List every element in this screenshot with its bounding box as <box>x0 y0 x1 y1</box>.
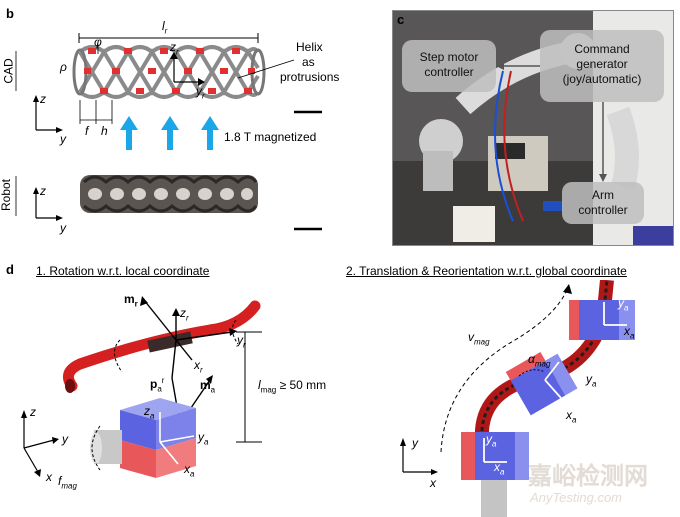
helix-protrusions <box>84 48 255 94</box>
step-motor-line-2: controller <box>424 65 474 79</box>
command-line-1: Command <box>574 42 630 56</box>
panel-d1-diagram <box>21 296 262 478</box>
global2-y-label: y <box>412 436 418 450</box>
global-z-label: z <box>30 405 36 419</box>
lmag-label: lmag ≥ 50 mm <box>258 378 327 395</box>
bottom-magnet <box>461 432 529 517</box>
ma-label: ma <box>200 378 216 395</box>
helix-label-3: protrusions <box>280 70 340 84</box>
h-label: h <box>101 124 108 138</box>
ya-mid-label: ya <box>586 372 597 389</box>
panel-b-cad-stent <box>15 33 322 231</box>
global2-x-label: x <box>430 476 436 490</box>
mr-label: mr <box>124 292 138 309</box>
xa-mid-label: xa <box>566 408 577 425</box>
rho-label: ρ <box>60 60 67 74</box>
subpanel-2-title: 2. Translation & Reorientation w.r.t. gl… <box>346 264 627 278</box>
ya-bot-label: ya <box>486 432 497 449</box>
panel-c-letter: c <box>397 12 405 27</box>
par-label: par <box>150 376 165 394</box>
global-axes-icon <box>23 416 55 473</box>
panel-d-letter: d <box>6 262 14 277</box>
cad-stent-body <box>78 45 260 99</box>
middle-magnet <box>505 352 578 416</box>
robot-axes-icon <box>35 192 58 219</box>
step-motor-controller-box: Step motor controller <box>402 40 496 92</box>
cad-axes-icon <box>35 100 58 131</box>
amag-label: αmag <box>528 352 551 369</box>
xr-d-label: xr <box>194 358 203 375</box>
command-generator-box: Command generator (joy/automatic) <box>540 30 664 102</box>
command-line-3: (joy/automatic) <box>562 72 642 86</box>
global-axes-icon-2 <box>402 444 433 473</box>
panel-b-letter: b <box>6 6 14 21</box>
cad-y-label: y <box>60 132 66 146</box>
command-line-2: generator <box>576 57 628 71</box>
step-motor-line-1: Step motor <box>419 50 479 64</box>
top-magnet <box>569 300 635 340</box>
yr-d-label: yr <box>237 333 246 350</box>
fmag-label: fmag <box>58 474 77 491</box>
global-y-label: y <box>62 432 68 446</box>
subpanel-1-title: 1. Rotation w.r.t. local coordinate <box>36 264 210 278</box>
ya-top-label: ya <box>618 296 629 313</box>
magnetization-arrows <box>120 116 219 150</box>
xa-top-label: xa <box>624 324 635 341</box>
magnet-cube <box>120 398 196 478</box>
xa-label: xa <box>184 462 195 479</box>
za-label: za <box>144 404 155 421</box>
xa-bot-label: xa <box>494 460 505 477</box>
helix-label-1: Helix <box>296 40 323 54</box>
lr-label: lr <box>162 19 168 36</box>
panel-d2-diagram <box>400 280 635 517</box>
zr-d-label: zr <box>180 306 189 323</box>
helix-label-2: as <box>302 55 315 69</box>
watermark-cn: 嘉峪检测网 <box>528 463 648 490</box>
magnetized-label: 1.8 T magnetized <box>224 130 317 144</box>
arm-controller-box: Arm controller <box>562 182 644 224</box>
cad-z-label: z <box>40 92 46 106</box>
f-label: f <box>85 124 89 138</box>
ya-label: ya <box>198 430 209 447</box>
phi-label: φ <box>94 35 102 49</box>
zr-label: zr <box>170 40 179 57</box>
panel-c-flow-arrows <box>496 62 607 182</box>
catheter-tube <box>62 300 261 392</box>
robot-stent-photo <box>80 175 258 213</box>
global-x-label: x <box>46 470 52 484</box>
vmag-label: vmag <box>468 330 490 347</box>
robot-y-label: y <box>60 221 66 235</box>
arm-line-2: controller <box>578 203 628 217</box>
robot-z-label: z <box>40 184 46 198</box>
yr-label: yr <box>196 84 205 101</box>
watermark-en: AnyTesting.com <box>530 490 623 505</box>
arm-line-1: Arm <box>592 188 614 202</box>
